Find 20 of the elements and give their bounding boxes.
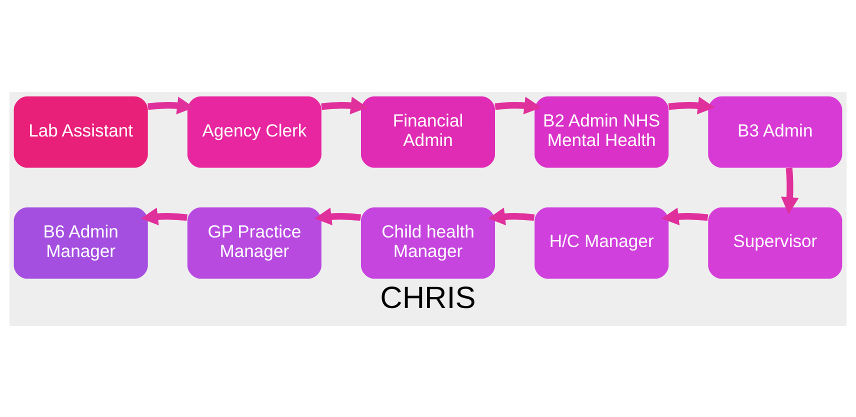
node-box: B6 Admin Manager [14, 206, 148, 278]
arrow [314, 207, 362, 225]
arrow [662, 207, 708, 225]
node-box: B3 Admin [708, 96, 842, 168]
arrow [780, 167, 799, 214]
arrow [494, 96, 542, 114]
arrow [140, 207, 188, 225]
arrow [668, 96, 715, 114]
node-box: Lab Assistant [14, 96, 148, 168]
arrow [148, 96, 194, 114]
node-box: H/C Manager [534, 206, 669, 278]
caption: CHRIS [380, 279, 476, 314]
node-box: B2 Admin NHS Mental Health [534, 96, 669, 168]
arrow [321, 96, 368, 114]
node-box: Child health Manager [360, 206, 496, 278]
node-box: GP Practice Manager [187, 206, 322, 278]
arrow [488, 207, 535, 225]
node-box: Financial Admin [360, 96, 496, 168]
node-box: Agency Clerk [187, 96, 322, 168]
node-box: Supervisor [708, 206, 842, 278]
